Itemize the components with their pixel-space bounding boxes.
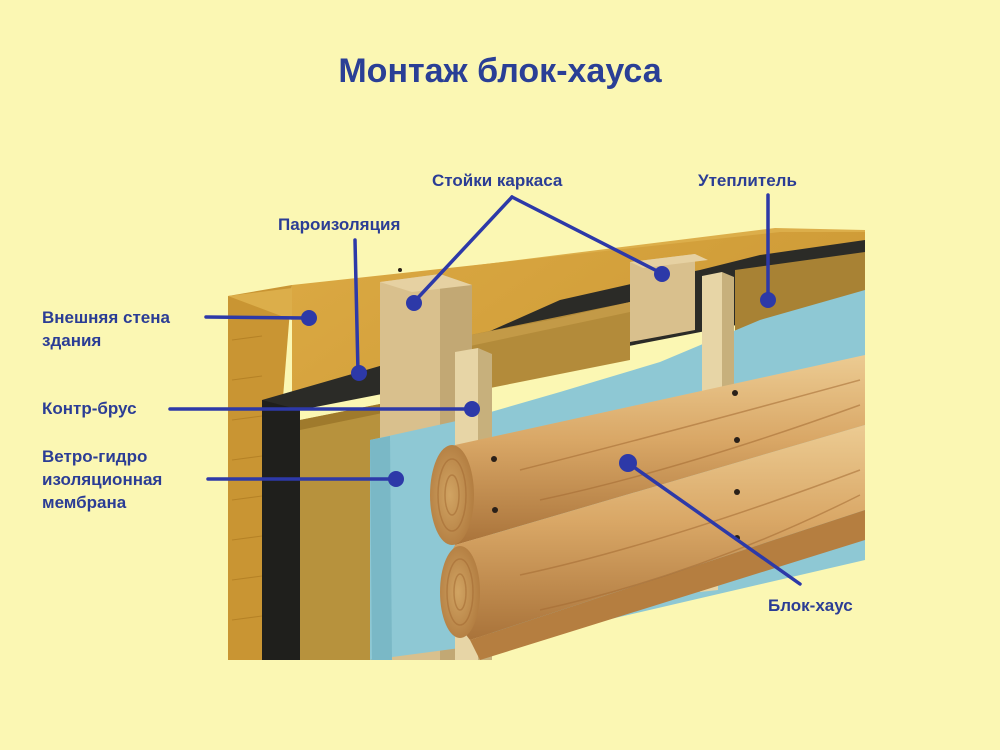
label-blockhouse: Блок-хаус bbox=[768, 596, 853, 615]
label-counter-batten: Контр-брус bbox=[42, 399, 137, 418]
blockhouse-logs bbox=[398, 268, 865, 660]
label-frame-studs: Стойки каркаса bbox=[432, 171, 563, 190]
pointer-lines bbox=[168, 193, 802, 586]
blockhouse-pointer-dot bbox=[619, 454, 637, 472]
label-membrane-line2: изоляционная bbox=[42, 470, 163, 489]
label-outer-wall-line2: здания bbox=[42, 331, 102, 350]
insulation-pointer-dot bbox=[760, 292, 776, 308]
label-insulation: Утеплитель bbox=[698, 171, 797, 190]
label-membrane-line1: Ветро-гидро bbox=[42, 447, 148, 466]
label-vapor-barrier: Пароизоляция bbox=[278, 215, 401, 234]
stud-pointer-dot-front bbox=[406, 295, 422, 311]
counter-batten-pointer-dot bbox=[464, 401, 480, 417]
diagram-title: Монтаж блок-хауса bbox=[338, 52, 662, 90]
wall-pointer-dot bbox=[301, 310, 317, 326]
membrane-pointer-dot bbox=[388, 471, 404, 487]
label-outer-wall-line1: Внешняя стена bbox=[42, 308, 170, 327]
pointer-dots bbox=[301, 266, 776, 487]
vapor-pointer-dot bbox=[351, 365, 367, 381]
label-outer-wall: Внешняя стена здания bbox=[42, 306, 170, 352]
stud-pointer-dot-rear bbox=[654, 266, 670, 282]
label-membrane: Ветро-гидро изоляционная мембрана bbox=[42, 445, 162, 514]
label-membrane-line3: мембрана bbox=[42, 493, 127, 512]
